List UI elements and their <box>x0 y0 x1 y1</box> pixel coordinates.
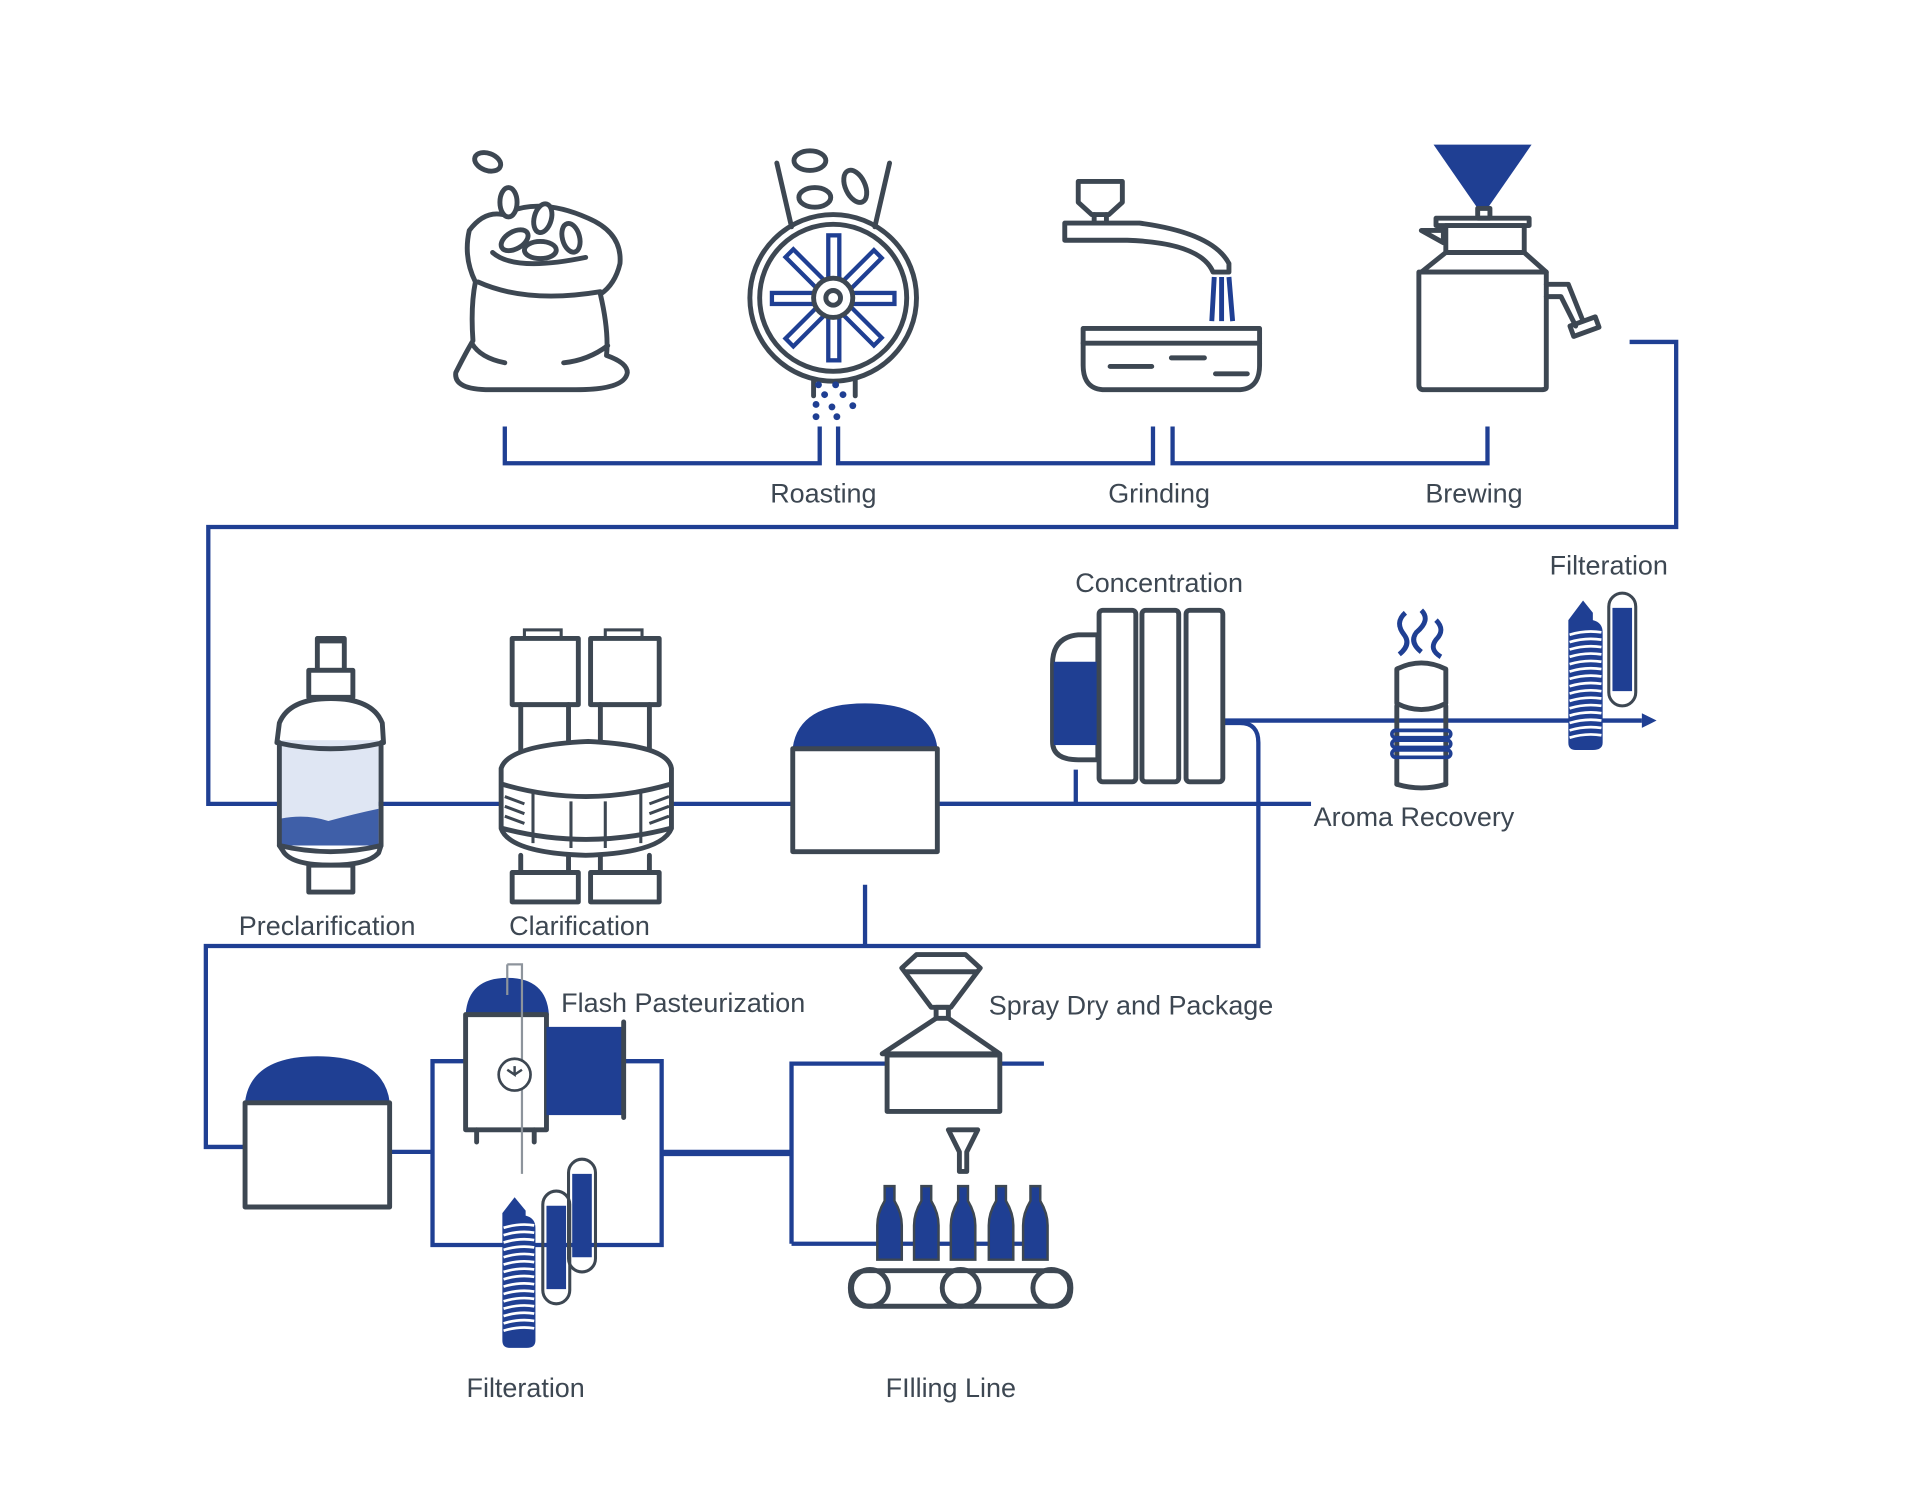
buffer-storage-tank-icon <box>242 1056 393 1210</box>
pipe-tank-concentration <box>937 769 1078 807</box>
cartridge-filter-icon-bottom <box>502 1157 598 1348</box>
stage-label-clarification: Clarification <box>509 911 650 941</box>
stage-label-filling-line: FIlling Line <box>886 1373 1016 1403</box>
clock-icon <box>497 1057 532 1092</box>
coffee-bean-sack-icon <box>453 150 630 393</box>
stage-label-spray-dry: Spray Dry and Package <box>989 991 1274 1021</box>
stage-label-filteration-bottom: Filteration <box>467 1373 585 1403</box>
clarification-separator-icon <box>498 628 674 905</box>
concentration-plate-icon <box>1050 607 1226 785</box>
stage-label-grinding: Grinding <box>1108 478 1210 508</box>
stage-label-brewing: Brewing <box>1425 478 1522 508</box>
bottle-group <box>876 1184 1049 1261</box>
pipe-concentration-down <box>203 720 1261 1150</box>
pipe-roasting-grinding <box>835 426 1156 466</box>
flow-arrow-icon <box>1641 713 1657 728</box>
stage-label-aroma-recovery: Aroma Recovery <box>1314 802 1515 832</box>
cartridge-filter-icon <box>1568 591 1638 750</box>
preclarification-tank-icon <box>274 636 386 895</box>
bottle-filling-conveyor-icon <box>847 1127 1074 1309</box>
grinder-faucet-icon <box>1062 178 1263 393</box>
stage-label-flash-pasteurization: Flash Pasteurization <box>561 988 805 1018</box>
pasteurizer-icon <box>463 963 627 1174</box>
brewing-kettle-icon <box>1416 144 1602 393</box>
stage-label-concentration: Concentration <box>1075 568 1243 598</box>
pipe-grinding-brewing <box>1170 426 1490 466</box>
pipe-brewing-to-row2 <box>206 339 1679 807</box>
aroma-recovery-column-icon <box>1390 608 1453 791</box>
stage-label-filteration-top: Filteration <box>1550 551 1668 581</box>
stage-label-roasting: Roasting <box>770 478 876 508</box>
spray-dryer-icon <box>879 952 1003 1114</box>
stage-label-preclarification: Preclarification <box>239 911 416 941</box>
pipe-beans-roasting <box>502 426 822 466</box>
roaster-drum-icon <box>747 148 919 421</box>
storage-tank-icon <box>790 703 940 855</box>
